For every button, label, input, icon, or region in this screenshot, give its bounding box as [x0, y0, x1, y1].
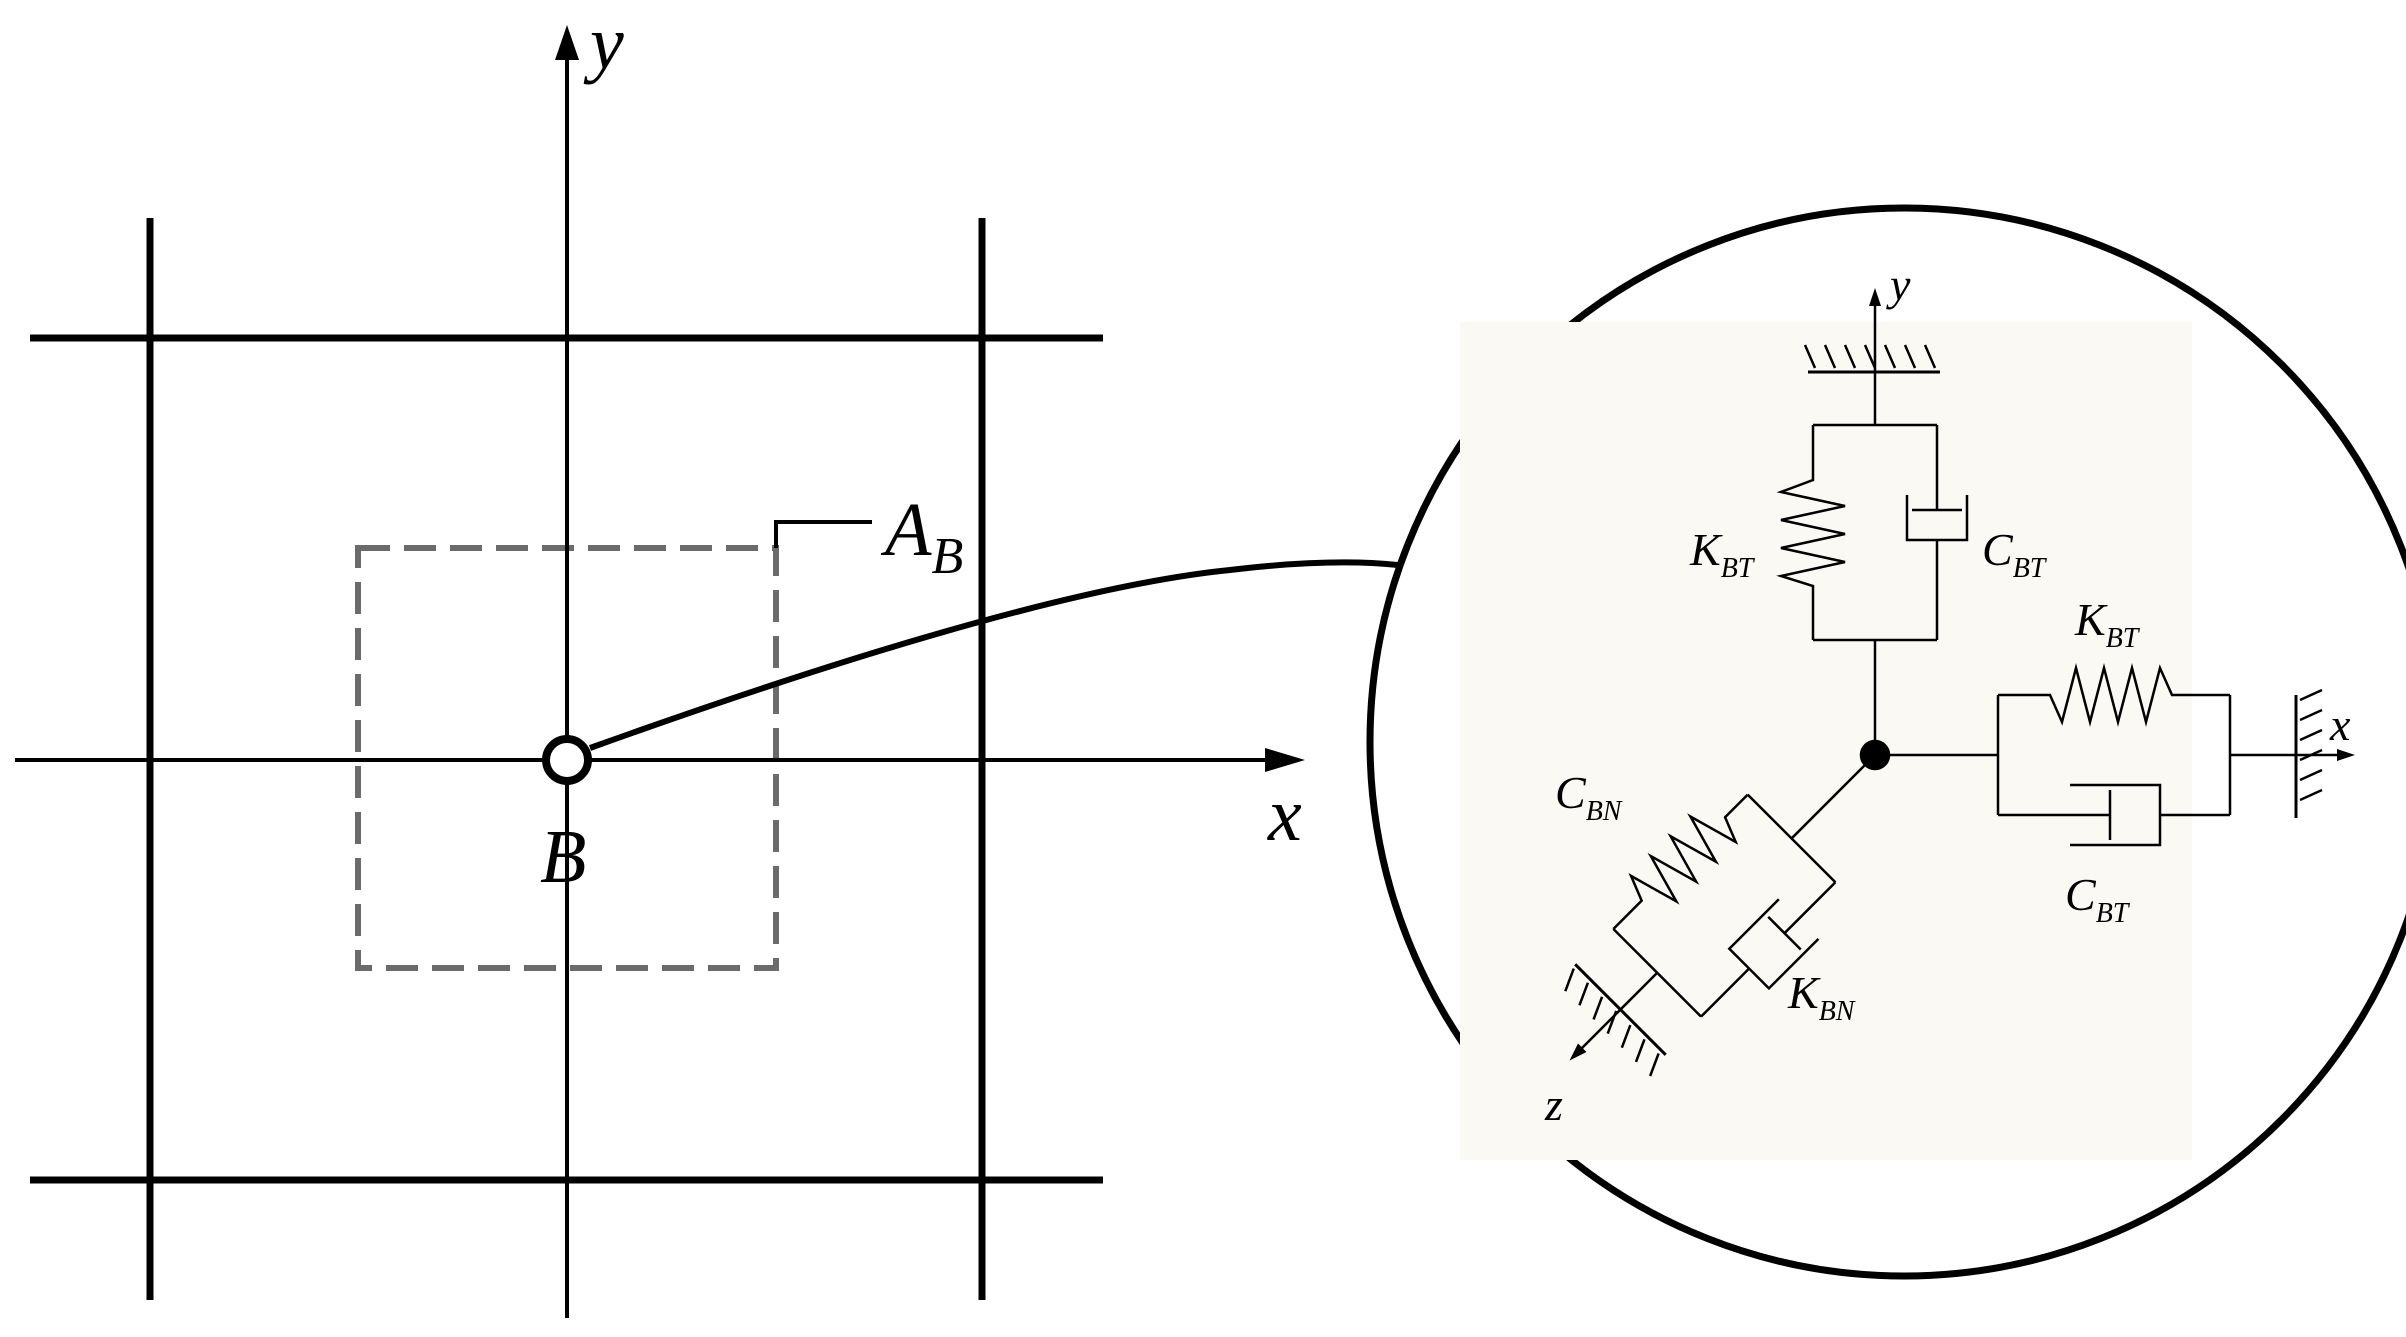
y-axis-label: y: [583, 1, 624, 85]
y-spring-label: KBT: [1689, 524, 1756, 584]
point-b-marker: [542, 735, 592, 785]
z-ground-hatch: [1564, 968, 1660, 1077]
detail-mechanism: [1564, 288, 2355, 1077]
y-arrowhead-detail: [1869, 288, 1881, 306]
central-node: [1859, 739, 1891, 771]
detail-view: y x z KBT CBT KBT CBT CBN KBN: [1366, 204, 2406, 1280]
x-arrowhead-detail: [2337, 749, 2355, 761]
x-spring: [1998, 663, 2230, 727]
y-ground-hatch: [1803, 344, 1937, 369]
z-spring-label: KBN: [1787, 967, 1856, 1027]
detail-x-axis-label: x: [2329, 699, 2351, 750]
z-damper-rod-inner: [1783, 881, 1837, 935]
z-damper-piston: [1767, 916, 1802, 951]
z-bracket-inner: [1746, 793, 1837, 884]
detail-y-axis-label: y: [1886, 259, 1911, 310]
z-link-outer: [1619, 971, 1659, 1011]
region-label-main: A: [880, 488, 932, 572]
z-ground-line: [1574, 963, 1667, 1056]
left-axes: [15, 25, 1305, 1318]
z-damper-label: CBN: [1555, 767, 1623, 827]
x-axis-arrowhead: [1265, 748, 1305, 772]
detail-z-axis-label: z: [1544, 1079, 1563, 1130]
z-branch: [1564, 764, 1866, 1077]
z-spring: [1612, 793, 1749, 930]
y-damper-label: CBT: [1982, 524, 2048, 584]
region-label-leader-line: [774, 520, 872, 548]
y-axis-arrowhead: [555, 25, 579, 60]
detail-background: [1460, 322, 2192, 1160]
region-a-b-label: AB: [880, 488, 963, 585]
point-b-label: B: [540, 815, 586, 899]
z-damper-rod-outer: [1700, 967, 1751, 1018]
x-spring-label: KBT: [2074, 594, 2141, 654]
z-link-inner: [1790, 764, 1866, 840]
y-spring: [1776, 425, 1846, 640]
x-axis-label: x: [1267, 773, 1302, 857]
x-ground-hatch: [2299, 688, 2323, 802]
region-label-sub: B: [931, 528, 963, 585]
x-damper-label: CBT: [2065, 869, 2131, 929]
connector-curve: [588, 559, 1399, 751]
